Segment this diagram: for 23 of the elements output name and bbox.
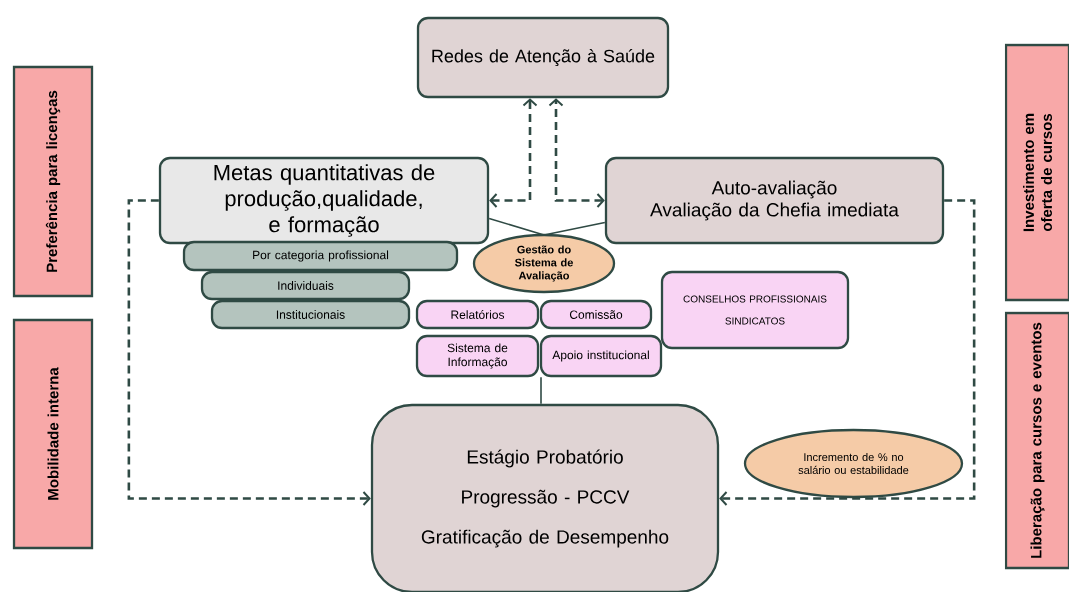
support-box: Sistema de Informação [415, 334, 540, 378]
process-box: Metas quantitativas de produção,qualidade, e formação [158, 156, 490, 245]
support-box: Apoio institucional [539, 334, 663, 378]
connector-line [543, 221, 606, 236]
dashed-arrow [127, 199, 371, 506]
category-box: Por categoria profissional [182, 240, 459, 272]
connector-line [540, 376, 542, 405]
dashed-arrow [548, 98, 605, 208]
dashed-arrow [489, 98, 538, 208]
category-box: Institucionais [210, 299, 411, 330]
support-box: Comissão [539, 299, 653, 330]
process-box: Redes de Atenção à Saúde [416, 16, 670, 99]
side-banner: Mobilidade interna [12, 318, 94, 550]
support-box: Relatórios [415, 299, 540, 330]
process-box: Auto-avaliação Avaliação da Chefia imediata [604, 156, 945, 245]
side-banner: Liberação para cursos e eventos [1004, 311, 1069, 570]
side-banner: Investimento em oferta de cursos [1004, 43, 1069, 302]
category-box: Individuais [200, 270, 411, 301]
connector-line [488, 217, 545, 236]
process-box: Estágio Probatório Progressão - PCCV Gratificação de Desempenho [370, 403, 720, 592]
support-box: CONSELHOS PROFISSIONAIS SINDICATOS [660, 270, 850, 350]
dashed-arrow [719, 199, 976, 506]
side-banner: Preferência para licenças [12, 65, 94, 298]
